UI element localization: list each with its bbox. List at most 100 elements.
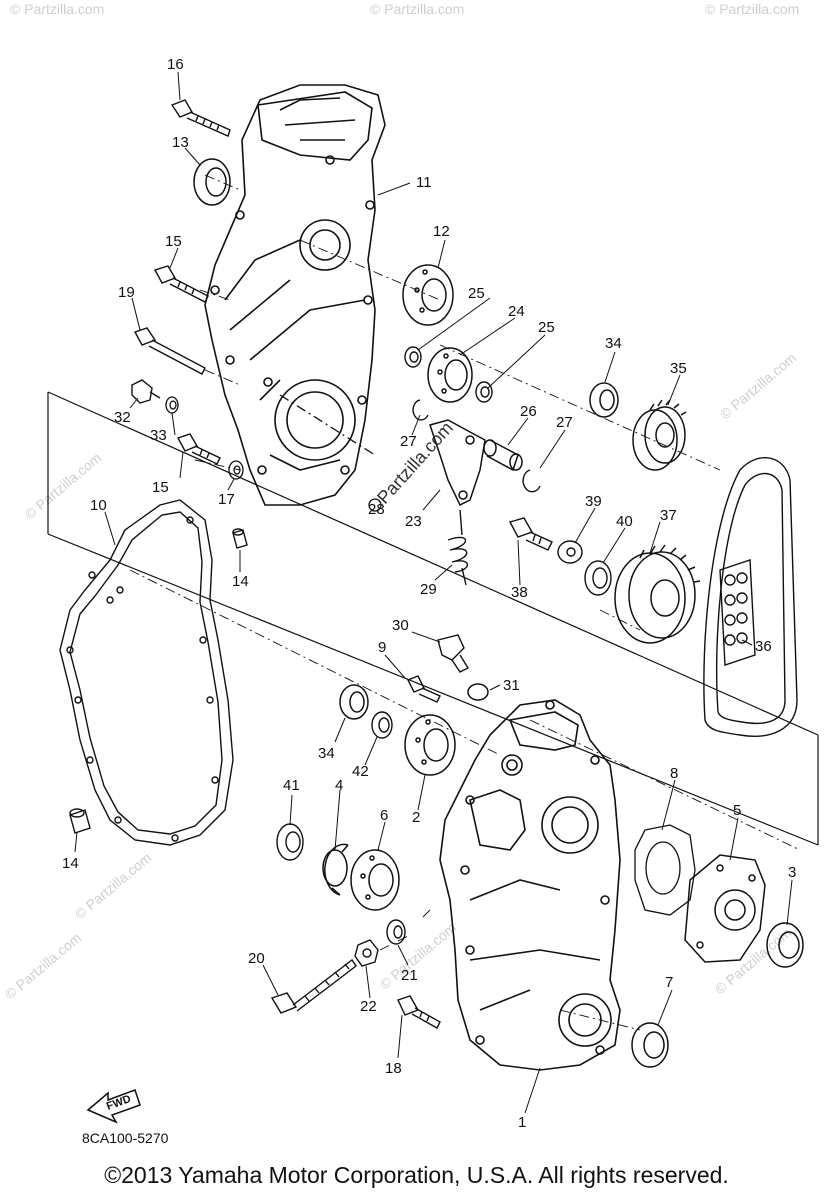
callout-39: 39 [585,493,602,510]
nut-22[interactable] [354,939,379,967]
bearing-housing[interactable] [684,854,766,963]
plug-30[interactable] [437,634,469,673]
callout-6: 6 [380,807,388,824]
callout-7: 7 [665,974,673,991]
callout-40: 40 [616,513,633,530]
sprocket-37[interactable] [614,544,701,644]
gasket[interactable] [59,499,234,846]
assembly-outline [47,391,819,846]
bolt-18[interactable] [397,995,441,1029]
housing-gasket[interactable] [634,824,696,916]
nut-32[interactable] [131,379,161,404]
callout-22: 22 [360,998,377,1015]
collar-34-upper[interactable] [589,382,619,418]
drive-chain-36[interactable] [703,457,798,737]
callout-20: 20 [248,950,265,967]
callout-42: 42 [352,763,369,780]
bolt-15-upper[interactable] [153,265,209,303]
callout-labels: 16 13 11 12 15 19 25 24 25 34 35 32 33 2… [62,56,796,1131]
o-ring-31[interactable] [467,683,489,701]
callout-17: 17 [218,491,235,508]
watermarks: © Partzilla.com © Partzilla.com © Partzi… [2,1,800,1002]
circlip-27b[interactable] [522,469,541,493]
bolt-19[interactable] [133,327,206,375]
bolt-16[interactable] [170,99,231,137]
watermark-text: © Partzilla.com [717,349,800,422]
circlip-4[interactable] [322,843,349,896]
collar-34-lower[interactable] [339,684,369,720]
bearing-2[interactable] [404,714,456,776]
box-top-edge [47,391,819,736]
leader-lines [74,71,793,1114]
washer-21[interactable] [386,919,406,945]
watermark-text: © Partzilla.com [377,919,460,992]
pin-28[interactable] [279,394,382,512]
callout-14b: 14 [62,855,79,872]
copyright-notice: ©2013 Yamaha Motor Corporation, U.S.A. A… [104,1162,729,1188]
watermark-text: © Partzilla.com [370,1,464,17]
forward-arrow-icon: FWD [86,1089,141,1124]
oil-seal-3[interactable] [766,922,804,968]
washer-39[interactable] [557,540,583,564]
washer-25b[interactable] [475,381,493,403]
washer-42[interactable] [371,711,393,739]
callout-1: 1 [518,1114,526,1131]
callout-19: 19 [118,284,135,301]
exploded-parts-diagram: © Partzilla.com © Partzilla.com © Partzi… [2,1,819,1131]
bearing-6[interactable] [350,849,400,911]
callout-32: 32 [114,409,131,426]
drawing-code: 8CA100-5270 [82,1130,169,1146]
lever-23[interactable] [429,419,486,507]
washer-40[interactable] [584,560,612,596]
callout-25b: 25 [538,319,555,336]
dowel-pin-14-lower[interactable] [69,808,91,834]
bearing-24[interactable] [427,347,473,403]
callout-13: 13 [172,134,189,151]
alignment-lines [129,174,801,1031]
box-bottom-edge [47,533,819,846]
washer-25a[interactable] [404,346,422,368]
bolt-20[interactable] [270,958,357,1014]
sprocket-35[interactable] [632,399,687,471]
washer-41[interactable] [276,823,304,861]
callout-28: 28 [368,501,385,518]
callout-41: 41 [283,777,300,794]
dowel-pin-14-upper[interactable] [232,528,248,549]
callout-5: 5 [733,802,741,819]
callout-34b: 34 [318,745,335,762]
spring-29[interactable] [447,509,469,586]
washer-17[interactable] [228,460,244,480]
watermark-text: © Partzilla.com [10,1,104,17]
callout-27b: 27 [556,414,573,431]
watermark-center: Partzilla.com [373,418,457,508]
callout-34a: 34 [605,335,622,352]
callout-33: 33 [150,427,167,444]
callout-15b: 15 [152,479,169,496]
callout-31: 31 [503,677,520,694]
callout-18: 18 [385,1060,402,1077]
callout-37: 37 [660,507,677,524]
callout-26: 26 [520,403,537,420]
shaft-26[interactable] [483,439,523,472]
callout-12: 12 [433,223,450,240]
callout-16: 16 [167,56,184,73]
case-lower[interactable] [439,699,621,1071]
case-cover-upper[interactable] [204,84,386,506]
circlip-27a[interactable] [412,399,429,421]
oil-seal-7[interactable] [631,1022,669,1068]
callout-30: 30 [392,617,409,634]
callout-15a: 15 [165,233,182,250]
callout-29: 29 [420,581,437,598]
callout-8: 8 [670,765,678,782]
bolt-38[interactable] [508,517,553,551]
bolt-9[interactable] [407,675,441,703]
oil-seal-13[interactable] [193,158,231,206]
bolt-15-lower[interactable] [176,433,221,465]
watermark-text: © Partzilla.com [72,849,155,922]
callout-11: 11 [416,174,432,191]
callout-36: 36 [755,638,772,655]
watermark-text: © Partzilla.com [2,929,85,1002]
bearing-12[interactable] [402,264,454,326]
washer-33[interactable] [165,396,179,414]
